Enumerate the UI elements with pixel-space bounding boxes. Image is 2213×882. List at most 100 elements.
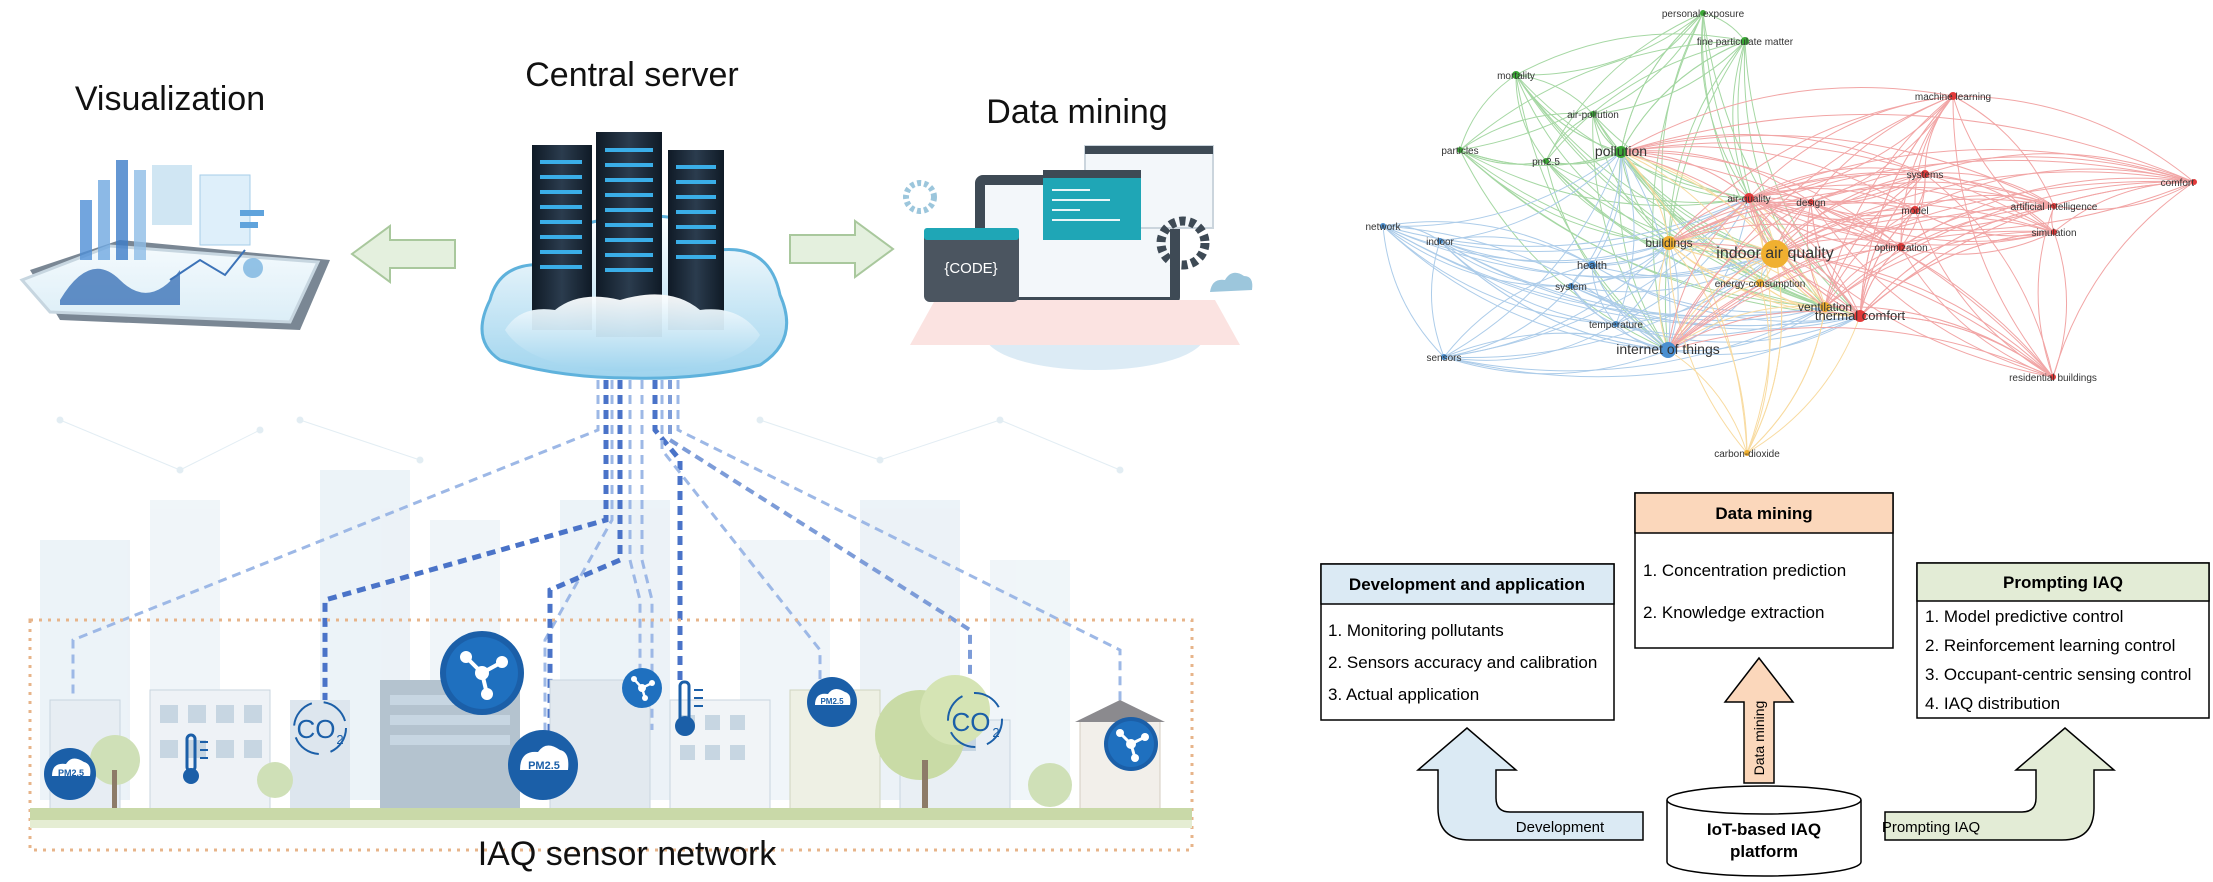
network-node <box>1808 199 1814 205</box>
network-edge <box>1382 225 1669 351</box>
network-edge <box>1774 173 1926 255</box>
svg-text:PM2.5: PM2.5 <box>528 760 560 772</box>
development-box: Development and application 1. Monitorin… <box>1320 563 1615 721</box>
network-edge <box>1591 264 1826 313</box>
co2-sensor-icon: CO 2 <box>947 692 1003 748</box>
network-edge <box>1952 95 2195 183</box>
network-edge <box>1668 40 1746 244</box>
network-edge <box>1661 12 1704 244</box>
network-node-icon <box>440 631 524 715</box>
svg-text:PM2.5: PM2.5 <box>58 768 84 778</box>
network-edge <box>1592 12 1704 115</box>
network-edge <box>1774 209 1916 255</box>
network-edge <box>1668 242 1761 284</box>
network-node-label: fine particulate matter <box>1697 37 1794 48</box>
network-edge <box>1667 205 2055 351</box>
network-edge <box>1620 151 1748 454</box>
network-edge <box>1774 95 1954 255</box>
network-edge <box>1900 231 2055 255</box>
network-node <box>1543 158 1549 164</box>
network-edge <box>1668 201 1812 244</box>
network-node-label: carbon-dioxide <box>1714 449 1780 460</box>
network-edge <box>1859 95 1954 317</box>
network-edge <box>1620 151 1761 284</box>
network-edge <box>1545 160 1776 255</box>
network-edge <box>2052 181 2195 378</box>
network-edge <box>1748 197 2055 246</box>
server-connection-lines <box>71 380 1122 770</box>
network-edge <box>1570 197 1750 287</box>
network-edge <box>1459 12 1704 151</box>
network-edge <box>1774 238 1902 255</box>
network-edge <box>1748 167 1926 199</box>
network-edge <box>2053 181 2195 233</box>
svg-text:platform: platform <box>1730 842 1798 861</box>
network-edge <box>1859 173 1926 317</box>
network-edge <box>1620 151 1826 308</box>
network-edge <box>1620 151 1826 308</box>
network-edge <box>1515 74 1622 153</box>
network-edge <box>1668 172 1926 244</box>
network-edge <box>1914 194 2055 211</box>
network-edge <box>1443 315 1861 378</box>
network-node <box>1744 450 1750 456</box>
pm25-sensor-icon: PM2.5 <box>508 730 578 800</box>
network-edge <box>1774 253 2054 378</box>
network-edge <box>1382 225 1861 327</box>
network-edge <box>1746 306 1826 454</box>
prompting-arrow: Prompting IAQ <box>1882 727 2117 841</box>
network-edge <box>1824 209 1916 308</box>
network-edge <box>1515 74 1670 244</box>
network-edge <box>1443 332 1669 358</box>
network-edge <box>1732 40 1750 199</box>
network-edge <box>1900 173 1926 248</box>
network-node <box>1662 236 1676 250</box>
network-edge <box>1592 113 1750 199</box>
network-edge <box>1591 264 1669 351</box>
network-node-label: energy-consumption <box>1715 279 1806 290</box>
network-edge <box>1459 149 1750 207</box>
network-node <box>1613 321 1619 327</box>
research-framework-flowchart: Data mining 1. Concentration prediction … <box>1320 492 2210 877</box>
network-edge <box>1382 225 1617 325</box>
network-edge <box>1545 113 1594 162</box>
network-edge <box>1668 242 1826 308</box>
development-item: 1. Monitoring pollutants <box>1328 621 1504 640</box>
network-edge <box>1570 242 1670 287</box>
network-edge <box>1667 306 1826 352</box>
network-node-label: residential buildings <box>2009 373 2097 384</box>
network-edge <box>1667 173 1926 351</box>
gear-icon <box>1156 216 1210 270</box>
network-node <box>1741 37 1749 45</box>
network-edge <box>1515 74 1622 153</box>
network-edge <box>1570 285 1617 325</box>
network-edge <box>1382 225 1669 351</box>
co2-sensor-icon: CO 2 <box>293 701 347 755</box>
network-edge <box>1667 246 1902 351</box>
network-edge <box>1859 209 1916 317</box>
network-edge <box>1759 282 1861 317</box>
network-edge <box>2053 181 2195 210</box>
network-edge <box>1667 253 1776 351</box>
network-edge <box>1620 151 1776 255</box>
network-node <box>1441 354 1447 360</box>
network-edge <box>1615 306 1826 336</box>
network-node <box>1897 243 1905 251</box>
network-edge <box>1459 149 1622 166</box>
network-edge <box>1668 242 1748 454</box>
network-edge <box>1900 204 2055 248</box>
network-edge <box>1515 12 1704 76</box>
network-node <box>2191 179 2197 185</box>
network-node-label: pm2.5 <box>1532 157 1560 168</box>
network-edge <box>1859 181 2195 317</box>
network-edge <box>1382 225 1445 358</box>
network-node-label: artificial intelligence <box>2011 202 2098 213</box>
network-node-label: systems <box>1907 170 1944 181</box>
network-edge <box>1592 113 1669 351</box>
network-edge <box>1746 253 1783 454</box>
network-edge <box>1620 146 1916 211</box>
network-node-label: indoor <box>1426 237 1454 248</box>
network-node-label: indoor air quality <box>1716 245 1833 262</box>
datamining-box-title: Data mining <box>1715 504 1812 523</box>
